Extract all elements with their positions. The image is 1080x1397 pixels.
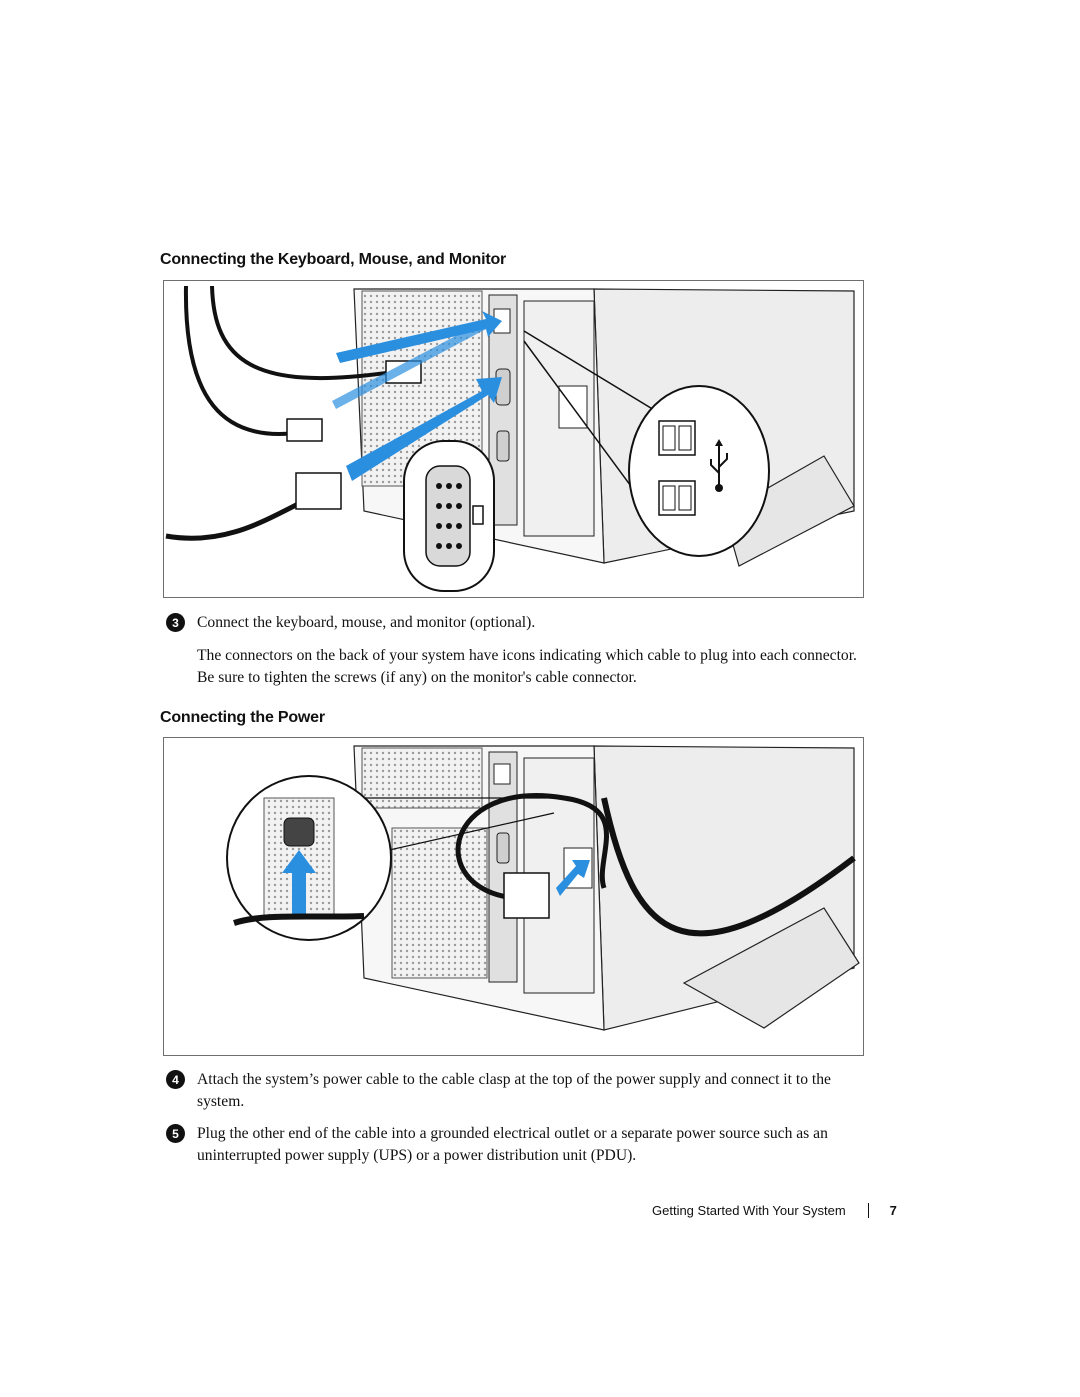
io-strip [488,751,518,983]
power-cable [601,797,856,937]
step-number-badge: 4 [166,1070,185,1089]
step-4: 4 Attach the system’s power cable to the… [166,1069,877,1113]
monitor-cable [165,498,306,541]
mouse-cable [183,285,297,436]
step-number-badge: 5 [166,1124,185,1143]
step-5: 5 Plug the other end of the cable into a… [166,1123,877,1167]
mouse-plug [286,418,323,442]
section-heading-keyboard-mouse-monitor: Connecting the Keyboard, Mouse, and Moni… [160,251,507,268]
step-5-text: Plug the other end of the cable into a g… [197,1125,828,1164]
monitor-port-icon [472,505,484,525]
section-heading-power: Connecting the Power [160,709,325,726]
page-number: 7 [889,1203,897,1218]
power-arrow [556,860,590,896]
clasp-arrow [282,850,316,918]
connector-note: The connectors on the back of your syste… [197,647,857,686]
vga-plug [295,472,342,510]
keyboard-mouse-monitor-illustration [163,280,864,598]
footer-title: Getting Started With Your System [652,1203,846,1218]
power-connection-illustration [163,737,864,1056]
step-3-text: Connect the keyboard, mouse, and monitor… [197,614,536,631]
power-cable-loop [455,793,609,901]
keyboard-cable [210,285,387,381]
chassis-stand [723,455,855,567]
power-inlet [558,385,588,429]
footer-separator [867,1203,869,1218]
chassis-stand [682,907,860,1029]
step-4-text: Attach the system’s power cable to the c… [197,1071,831,1110]
mouse-arrow [332,321,486,409]
monitor-arrow [346,377,502,481]
power-plug [503,872,550,919]
keyboard-arrow [336,311,502,363]
serial-port [496,430,510,462]
usb-icon [710,439,728,492]
step-3: 3 Connect the keyboard, mouse, and monit… [166,612,877,634]
step-number-badge: 3 [166,613,185,632]
usb-callout [628,385,770,557]
vent-grille [391,827,488,979]
page-footer: Getting Started With Your System 7 [652,1203,897,1218]
